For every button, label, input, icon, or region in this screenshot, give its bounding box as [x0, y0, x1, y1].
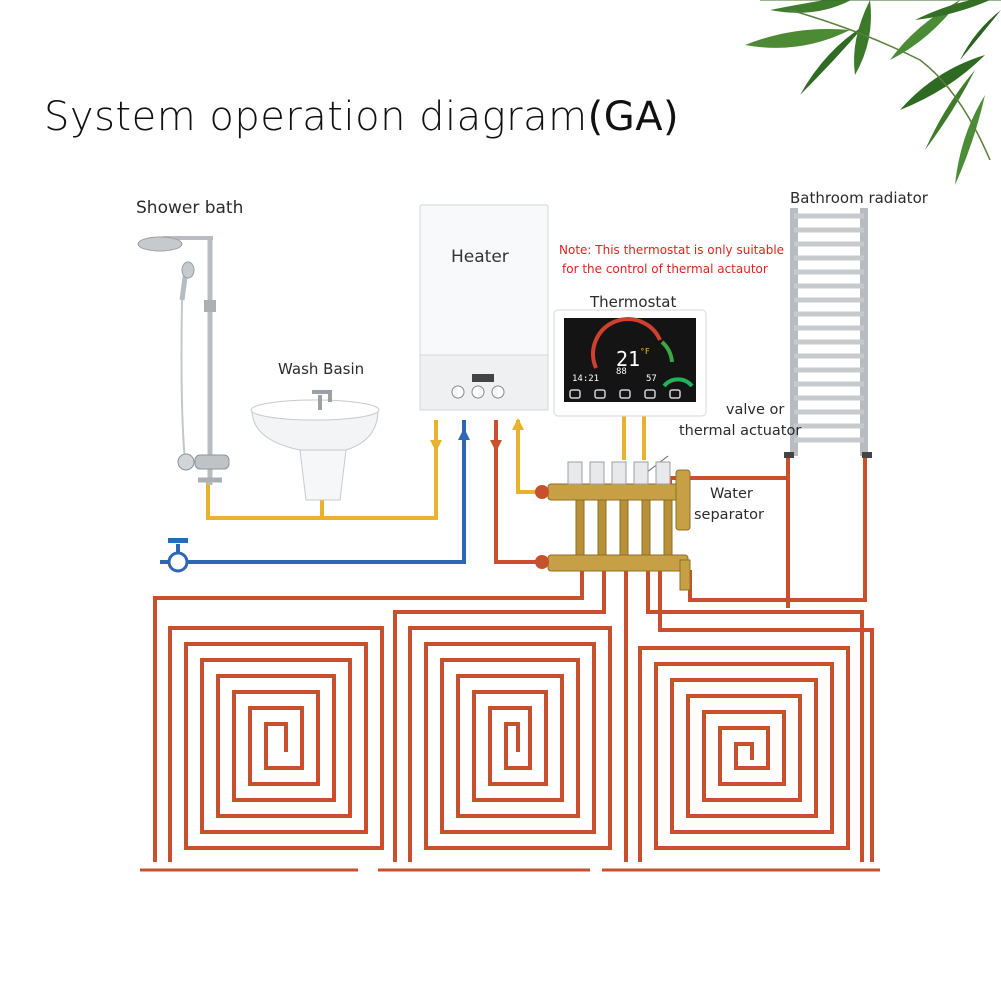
basin-icon: [250, 390, 380, 501]
faucet-icon: [167, 428, 470, 573]
title-main: System operation diagram: [44, 94, 588, 140]
separator-label-line-2: separator: [694, 507, 764, 523]
leaf-icon: [745, 0, 1001, 185]
radiator-icon: [784, 208, 872, 458]
shower-label: Shower bath: [136, 198, 244, 218]
thermostat-label: Thermostat: [590, 293, 677, 311]
svg-text:57: 57: [646, 374, 657, 384]
radiator-pipes: [668, 455, 867, 608]
underfloor-loops: [153, 570, 874, 862]
svg-text:14:21: 14:21: [572, 374, 599, 384]
wash-basin-label: Wash Basin: [278, 360, 365, 378]
shower-icon: [137, 236, 230, 485]
valve-label: valve or thermal actuator: [679, 400, 801, 442]
radiator-label: Bathroom radiator: [790, 189, 928, 207]
note-line-1: Note: This thermostat is only suitable: [559, 243, 785, 257]
heater-label: Heater: [451, 247, 509, 267]
note-text: Note: This thermostat is only suitable f…: [559, 241, 784, 279]
svg-text:21: 21: [616, 347, 640, 371]
hot-pipes: [494, 420, 550, 564]
heater-icon: [419, 204, 549, 411]
valve-label-line-1: valve or: [725, 402, 785, 418]
svg-text:88: 88: [616, 367, 627, 377]
thermostat-icon: 21 °F 14:21 88 57: [553, 309, 707, 477]
separator-label-line-1: Water: [710, 486, 753, 502]
note-line-2: for the control of thermal actautor: [562, 262, 768, 276]
title-suffix: (GA): [587, 94, 680, 140]
valve-label-line-2: thermal actuator: [679, 423, 802, 439]
svg-text:°F: °F: [640, 347, 650, 356]
water-separator-label: Water separator: [694, 484, 764, 526]
page-title: System operation diagram(GA): [44, 94, 679, 140]
manifold-icon: [535, 461, 691, 591]
